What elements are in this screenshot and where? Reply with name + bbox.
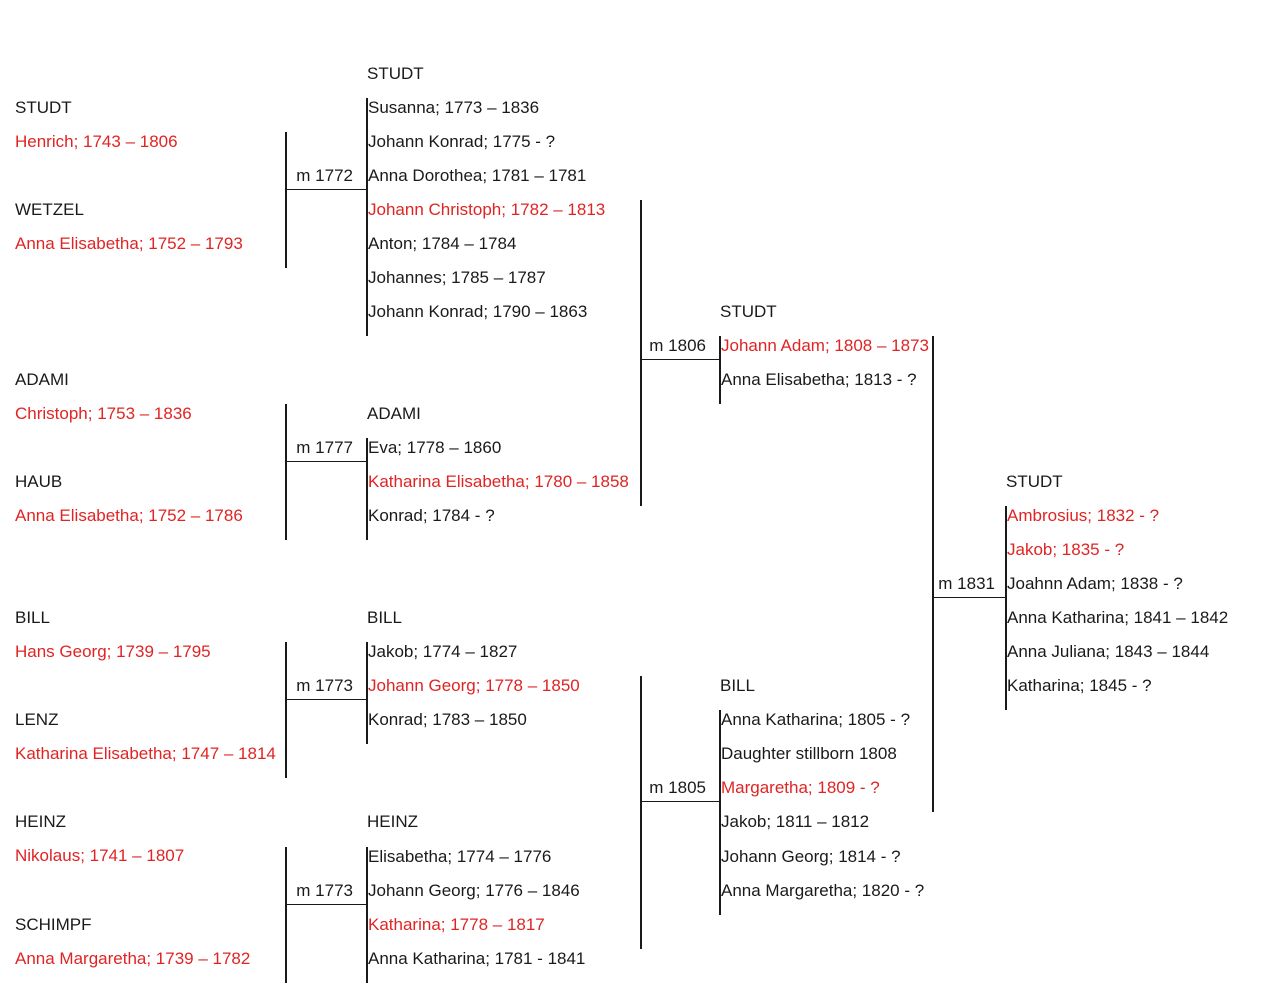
marriage-connector-line: [286, 189, 368, 190]
marriage-label: m 1805: [649, 778, 706, 797]
person-entry: Henrich; 1743 – 1806: [15, 132, 178, 151]
child-entry: Ambrosius; 1832 - ?: [1007, 506, 1160, 525]
surname-label: STUDT: [720, 302, 777, 321]
child-entry: Katharina Elisabetha; 1780 – 1858: [368, 472, 629, 491]
marriage-label: m 1773: [296, 676, 353, 695]
child-entry: Johann Georg; 1776 – 1846: [368, 881, 580, 900]
child-entry: Johann Konrad; 1775 - ?: [368, 132, 556, 151]
marriage-connector-line: [641, 359, 721, 360]
child-entry: Eva; 1778 – 1860: [368, 438, 502, 457]
child-entry: Anna Katharina; 1805 - ?: [721, 710, 911, 729]
surname-label: BILL: [15, 608, 50, 627]
surname-label: ADAMI: [15, 370, 69, 389]
couple-bracket-line: [285, 847, 287, 983]
child-entry: Anna Elisabetha; 1813 - ?: [721, 370, 917, 389]
child-entry: Katharina; 1778 – 1817: [368, 915, 545, 934]
person-entry: Nikolaus; 1741 – 1807: [15, 846, 185, 865]
surname-label: HEINZ: [15, 812, 66, 831]
child-entry: Anna Katharina; 1841 – 1842: [1007, 608, 1229, 627]
child-entry: Johann Adam; 1808 – 1873: [721, 336, 929, 355]
couple-bracket-line: [285, 404, 287, 540]
surname-label: BILL: [720, 676, 755, 695]
child-entry: Jakob; 1811 – 1812: [721, 812, 870, 831]
surname-label: LENZ: [15, 710, 59, 729]
surname-label: HEINZ: [367, 812, 418, 831]
marriage-connector-line: [286, 904, 368, 905]
marriage-connector-line: [933, 597, 1006, 598]
child-entry: Jakob; 1774 – 1827: [368, 642, 518, 661]
child-entry: Anton; 1784 – 1784: [368, 234, 517, 253]
child-entry: Jakob; 1835 - ?: [1007, 540, 1125, 559]
children-bracket-line: [719, 710, 721, 915]
marriage-connector-line: [286, 699, 368, 700]
children-bracket-line: [366, 642, 368, 744]
children-bracket-line: [1005, 506, 1007, 710]
surname-label: BILL: [367, 608, 402, 627]
couple-bracket-line: [285, 132, 287, 268]
children-bracket-line: [366, 438, 368, 540]
couple-bracket-line: [932, 336, 934, 812]
children-bracket-line: [719, 336, 721, 404]
child-entry: Susanna; 1773 – 1836: [368, 98, 540, 117]
couple-bracket-line: [640, 200, 642, 506]
child-entry: Anna Juliana; 1843 – 1844: [1007, 642, 1210, 661]
child-entry: Anna Margaretha; 1820 - ?: [721, 881, 925, 900]
person-entry: Anna Margaretha; 1739 – 1782: [15, 949, 251, 968]
marriage-label: m 1773: [296, 881, 353, 900]
child-entry: Anna Dorothea; 1781 – 1781: [368, 166, 587, 185]
person-entry: Katharina Elisabetha; 1747 – 1814: [15, 744, 276, 763]
person-entry: Anna Elisabetha; 1752 – 1786: [15, 506, 243, 525]
marriage-label: m 1772: [296, 166, 353, 185]
child-entry: Elisabetha; 1774 – 1776: [368, 847, 552, 866]
marriage-connector-line: [641, 801, 721, 802]
children-bracket-line: [366, 98, 368, 336]
surname-label: STUDT: [15, 98, 72, 117]
couple-bracket-line: [285, 642, 287, 778]
surname-label: STUDT: [1006, 472, 1063, 491]
marriage-label: m 1777: [296, 438, 353, 457]
person-entry: Christoph; 1753 – 1836: [15, 404, 192, 423]
child-entry: Johannes; 1785 – 1787: [368, 268, 546, 287]
child-entry: Anna Katharina; 1781 - 1841: [368, 949, 586, 968]
child-entry: Daughter stillborn 1808: [721, 744, 897, 763]
child-entry: Katharina; 1845 - ?: [1007, 676, 1152, 695]
child-entry: Johann Konrad; 1790 – 1863: [368, 302, 588, 321]
child-entry: Johann Christoph; 1782 – 1813: [368, 200, 606, 219]
surname-label: ADAMI: [367, 404, 421, 423]
couple-bracket-line: [640, 676, 642, 949]
children-bracket-line: [366, 847, 368, 983]
marriage-label: m 1831: [938, 574, 995, 593]
marriage-connector-line: [286, 461, 368, 462]
person-entry: Hans Georg; 1739 – 1795: [15, 642, 211, 661]
child-entry: Konrad; 1783 – 1850: [368, 710, 527, 729]
surname-label: SCHIMPF: [15, 915, 92, 934]
surname-label: STUDT: [367, 64, 424, 83]
child-entry: Joahnn Adam; 1838 - ?: [1007, 574, 1183, 593]
person-entry: Anna Elisabetha; 1752 – 1793: [15, 234, 243, 253]
surname-label: HAUB: [15, 472, 63, 491]
marriage-label: m 1806: [649, 336, 706, 355]
child-entry: Johann Georg; 1778 – 1850: [368, 676, 580, 695]
child-entry: Johann Georg; 1814 - ?: [721, 847, 901, 866]
child-entry: Konrad; 1784 - ?: [368, 506, 495, 525]
surname-label: WETZEL: [15, 200, 84, 219]
child-entry: Margaretha; 1809 - ?: [721, 778, 880, 797]
